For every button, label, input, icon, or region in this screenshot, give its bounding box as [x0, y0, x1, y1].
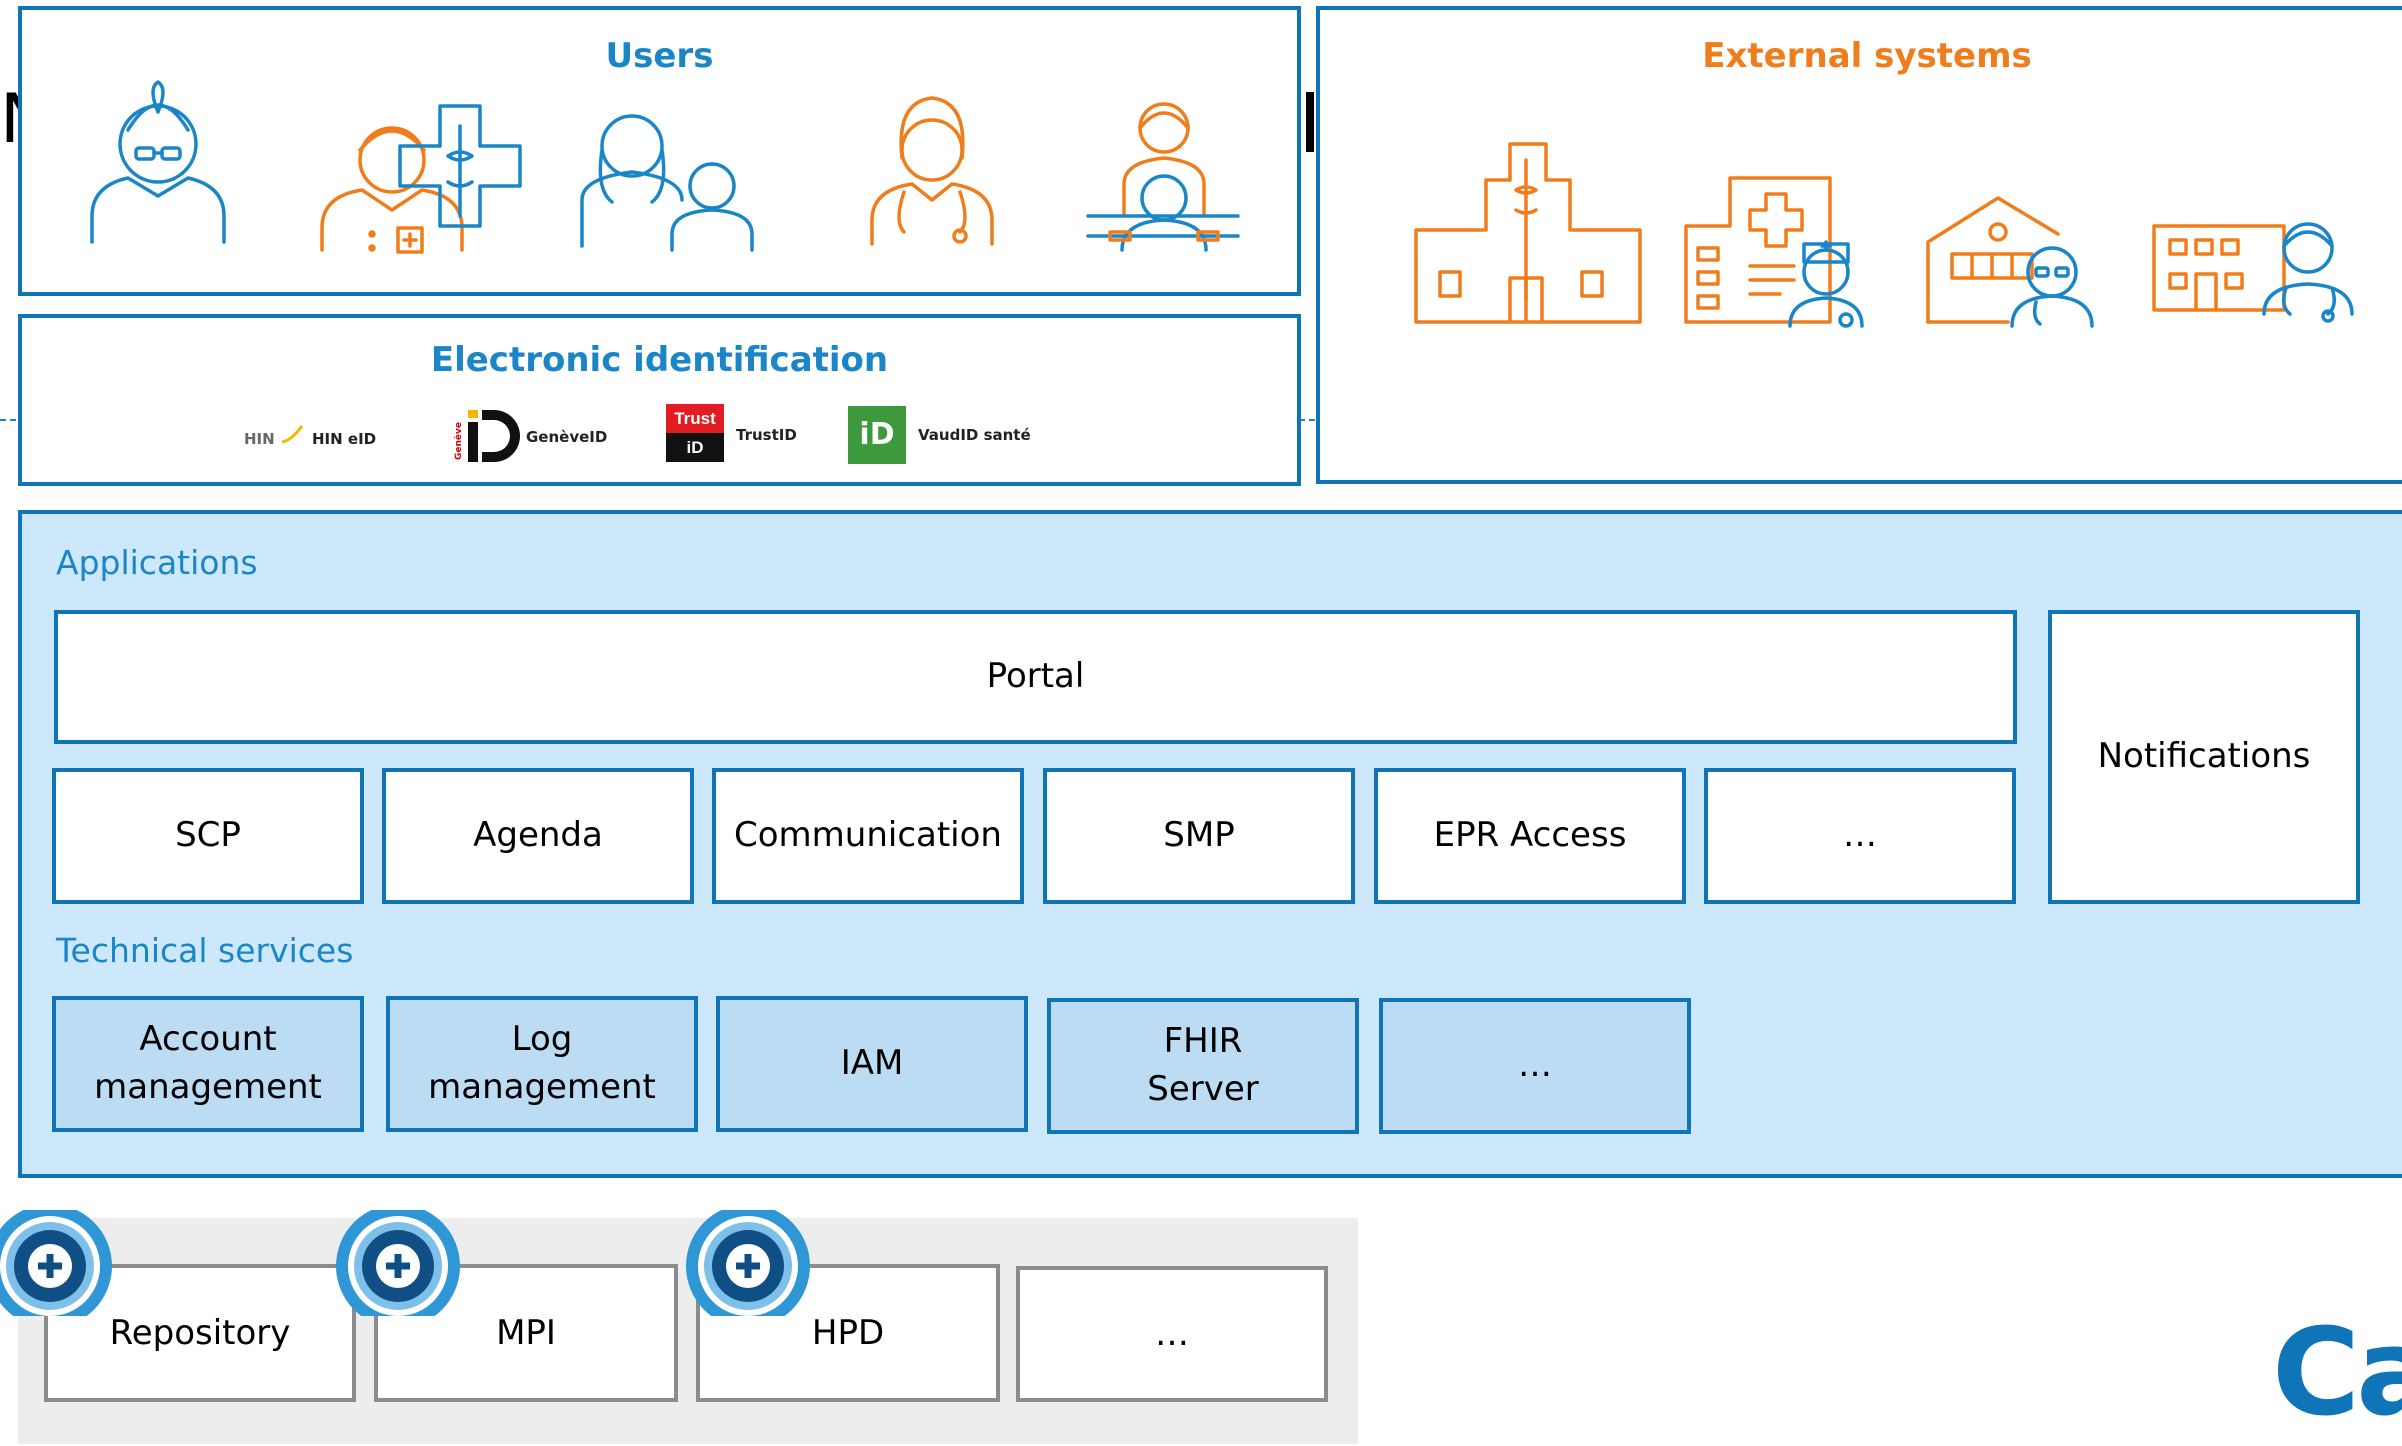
- users-title: Users: [605, 36, 714, 76]
- partial-title-bar: [1306, 92, 1314, 152]
- hin-swoosh-icon: [281, 425, 304, 444]
- medical-plus-badge-icon: [686, 1210, 810, 1316]
- pharmacy-cross-icon: [398, 104, 522, 228]
- geneve-side-text: Genève: [454, 422, 464, 460]
- users-box: Users: [18, 6, 1301, 296]
- medical-plus-badge-icon: [0, 1210, 112, 1316]
- trust-logo-bottom: iD: [666, 433, 724, 462]
- service-account-management: Account management: [52, 996, 364, 1132]
- external-icons: [1414, 142, 2354, 328]
- eid-box: Electronic identification HIN HIN eID Ge…: [18, 314, 1301, 486]
- doctor-office-icon: [1926, 196, 2060, 324]
- module-agenda: Agenda: [382, 768, 694, 904]
- eid-provider-geneve: GenèveID: [526, 428, 608, 446]
- vaud-id-logo: iD: [848, 406, 906, 464]
- applications-label: Applications: [56, 543, 258, 582]
- module-communication: Communication: [712, 768, 1024, 904]
- eid-provider-vaud: VaudID santé: [918, 426, 1031, 444]
- notifications-block: Notifications: [2048, 610, 2360, 904]
- module-more: …: [1704, 768, 2016, 904]
- module-scp: SCP: [52, 768, 364, 904]
- infra-more: …: [1016, 1266, 1328, 1402]
- geneve-id-logo: [468, 410, 520, 462]
- elderly-woman-icon: [90, 80, 226, 244]
- nurse-icon: [1788, 240, 1864, 328]
- service-iam: IAM: [716, 996, 1028, 1132]
- trust-id-logo: Trust iD: [666, 404, 724, 462]
- hin-logo-text: HIN: [244, 430, 275, 448]
- external-title: External systems: [1702, 36, 2032, 76]
- service-more: …: [1379, 998, 1691, 1134]
- module-smp: SMP: [1043, 768, 1355, 904]
- partial-brand-logo: Ca: [2272, 1304, 2402, 1443]
- service-log-management: Log management: [386, 996, 698, 1132]
- clinic-nurse-icon: [1684, 176, 1832, 324]
- external-systems-box: External systems: [1316, 6, 2402, 484]
- infra-mpi: MPI: [374, 1264, 678, 1402]
- senior-doctor-icon: [2010, 246, 2094, 328]
- eid-provider-trust: TrustID: [736, 426, 797, 444]
- module-epr-access: EPR Access: [1374, 768, 1686, 904]
- female-doctor-icon: [870, 96, 994, 246]
- care-home-doctor-icon: [2262, 222, 2354, 323]
- family-icon: [580, 114, 754, 252]
- care-home-icon: [2152, 224, 2286, 312]
- eid-provider-hin: HIN eID: [312, 430, 377, 448]
- hospital-icon: [1414, 142, 1642, 324]
- pharmacist-icon: [320, 126, 464, 254]
- portal-block: Portal: [54, 610, 2017, 744]
- trust-logo-top: Trust: [666, 404, 724, 433]
- users-icons: [90, 80, 1240, 254]
- medical-plus-badge-icon: [336, 1210, 460, 1316]
- eid-title: Electronic identification: [430, 340, 889, 380]
- technical-services-label: Technical services: [56, 931, 354, 970]
- service-fhir-server: FHIR Server: [1047, 998, 1359, 1134]
- receptionist-icon: [1086, 102, 1240, 252]
